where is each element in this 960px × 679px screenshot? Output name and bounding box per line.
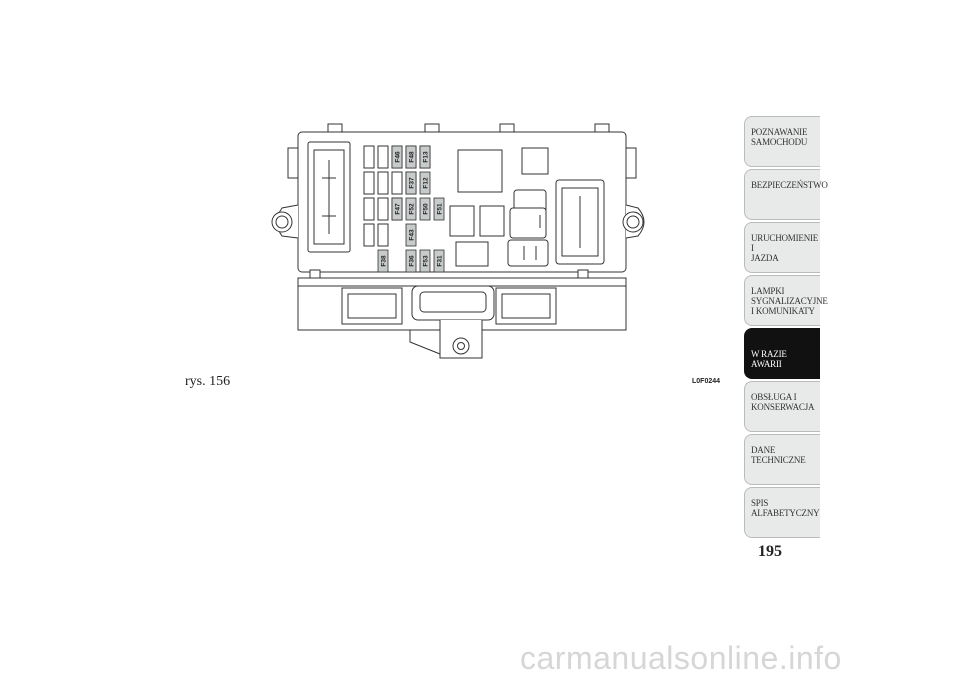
- svg-text:F36: F36: [409, 255, 416, 267]
- fuse-f48: F48: [405, 145, 417, 169]
- fuse-f50: F50: [419, 197, 431, 221]
- tab-poznawanie-samochodu[interactable]: POZNAWANIE SAMOCHODU: [744, 116, 820, 167]
- fuse-box-drawing: F46 F48 F13 F37 F12 F47 F52 F50: [271, 123, 645, 359]
- fuse-f31: F31: [433, 249, 445, 273]
- svg-text:F31: F31: [437, 255, 444, 267]
- svg-text:F47: F47: [395, 203, 402, 215]
- tab-uruchomienie-i-jazda[interactable]: URUCHOMIENIE I JAZDA: [744, 222, 820, 273]
- svg-text:F37: F37: [409, 177, 416, 189]
- fuse-f36: F36: [405, 249, 417, 273]
- figure-caption: rys. 156: [185, 374, 231, 389]
- svg-text:F51: F51: [437, 203, 444, 215]
- page-number: 195: [758, 543, 782, 560]
- svg-text:F43: F43: [409, 229, 416, 241]
- svg-text:F52: F52: [409, 203, 416, 215]
- fuse-f52: F52: [405, 197, 417, 221]
- fuse-box-diagram: F46 F48 F13 F37 F12 F47 F52 F50: [260, 110, 660, 380]
- svg-text:F50: F50: [423, 203, 430, 215]
- tab-dane-techniczne[interactable]: DANE TECHNICZNE: [744, 434, 820, 485]
- fuse-labels: F46 F48 F13 F37 F12 F47 F52 F50: [377, 145, 445, 273]
- tab-w-razie-awarii[interactable]: W RAZIE AWARII: [744, 328, 820, 379]
- fuse-f51: F51: [433, 197, 445, 221]
- fuse-f46: F46: [391, 145, 403, 169]
- chapter-nav: POZNAWANIE SAMOCHODU BEZPIECZEŃSTWO URUC…: [744, 116, 828, 540]
- tab-bezpieczenstwo[interactable]: BEZPIECZEŃSTWO: [744, 169, 828, 220]
- fuse-f47: F47: [391, 197, 403, 221]
- svg-text:F46: F46: [395, 151, 402, 163]
- svg-text:F12: F12: [423, 177, 430, 189]
- tab-spis-alfabetyczny[interactable]: SPIS ALFABETYCZNY: [744, 487, 820, 538]
- svg-text:F53: F53: [423, 255, 430, 267]
- svg-text:F13: F13: [423, 151, 430, 163]
- svg-text:F48: F48: [409, 151, 416, 163]
- tab-obsluga-i-konserwacja[interactable]: OBSŁUGA I KONSERWACJA: [744, 381, 820, 432]
- fuse-f12: F12: [419, 171, 431, 195]
- tab-lampki-sygnalizacyjne[interactable]: LAMPKI SYGNALIZACYJNE I KOMUNIKATY: [744, 275, 828, 326]
- fuse-f38: F38: [377, 249, 389, 273]
- svg-text:F38: F38: [381, 255, 388, 267]
- fuse-f43: F43: [405, 223, 417, 247]
- figure-code: L0F0244: [692, 378, 721, 385]
- watermark: carmanualsonline.info: [520, 640, 842, 676]
- fuse-f13: F13: [419, 145, 431, 169]
- fuse-f37: F37: [405, 171, 417, 195]
- fuse-f53: F53: [419, 249, 431, 273]
